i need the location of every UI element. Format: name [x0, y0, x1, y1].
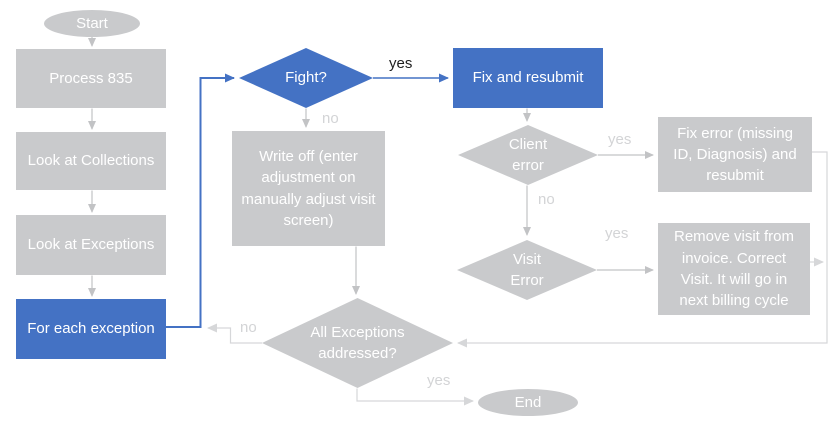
node-process-835: Process 835 [16, 49, 166, 108]
node-remove-visit: Remove visit from invoice. Correct Visit… [658, 223, 810, 315]
node-end: End [478, 389, 578, 416]
edge-foreach-fight [166, 73, 235, 328]
edge-label-fight-no: no [322, 110, 339, 127]
edge-alladdressed-no-foreach [207, 323, 262, 344]
node-client-error-label: Client error [508, 135, 548, 174]
node-for-each-exception-label: For each exception [27, 320, 155, 338]
edge-alladdressed-yes-end [356, 388, 474, 406]
node-fix-error: Fix error (missing ID, Diagnosis) and re… [658, 117, 812, 192]
node-look-at-collections-label: Look at Collections [27, 152, 155, 170]
node-process-835-label: Process 835 [49, 69, 133, 87]
edge-label-visit-error-yes: yes [605, 225, 629, 242]
edge-label-client-error-yes: yes [608, 131, 632, 148]
edge-fixerror-return-alladdressed [457, 151, 828, 348]
node-look-at-exceptions-label: Look at Exceptions [27, 236, 155, 254]
node-remove-visit-label: Remove visit from invoice. Correct Visit… [673, 228, 795, 310]
node-end-label: End [514, 393, 542, 411]
node-visit-error-label: Visit Error [510, 250, 544, 289]
node-write-off-label: Write off (enter adjustment on manually … [241, 147, 376, 229]
node-fix-and-resubmit: Fix and resubmit [453, 48, 603, 108]
edge-label-fight-yes: yes [389, 55, 413, 72]
node-look-at-collections: Look at Collections [16, 132, 166, 190]
node-write-off: Write off (enter adjustment on manually … [232, 131, 385, 246]
node-look-at-exceptions: Look at Exceptions [16, 215, 166, 275]
edge-label-client-error-no: no [538, 191, 555, 208]
node-for-each-exception: For each exception [16, 299, 166, 359]
node-start-label: Start [76, 14, 108, 32]
node-fix-error-label: Fix error (missing ID, Diagnosis) and re… [673, 124, 797, 185]
node-fix-and-resubmit-label: Fix and resubmit [472, 69, 584, 87]
edge-label-all-addressed-no: no [240, 319, 257, 336]
node-start: Start [44, 10, 140, 37]
node-all-exceptions-addressed-label: All Exceptions addressed? [310, 323, 405, 362]
edge-label-all-addressed-yes: yes [427, 372, 451, 389]
node-fight-decision-label: Fight? [285, 69, 327, 87]
